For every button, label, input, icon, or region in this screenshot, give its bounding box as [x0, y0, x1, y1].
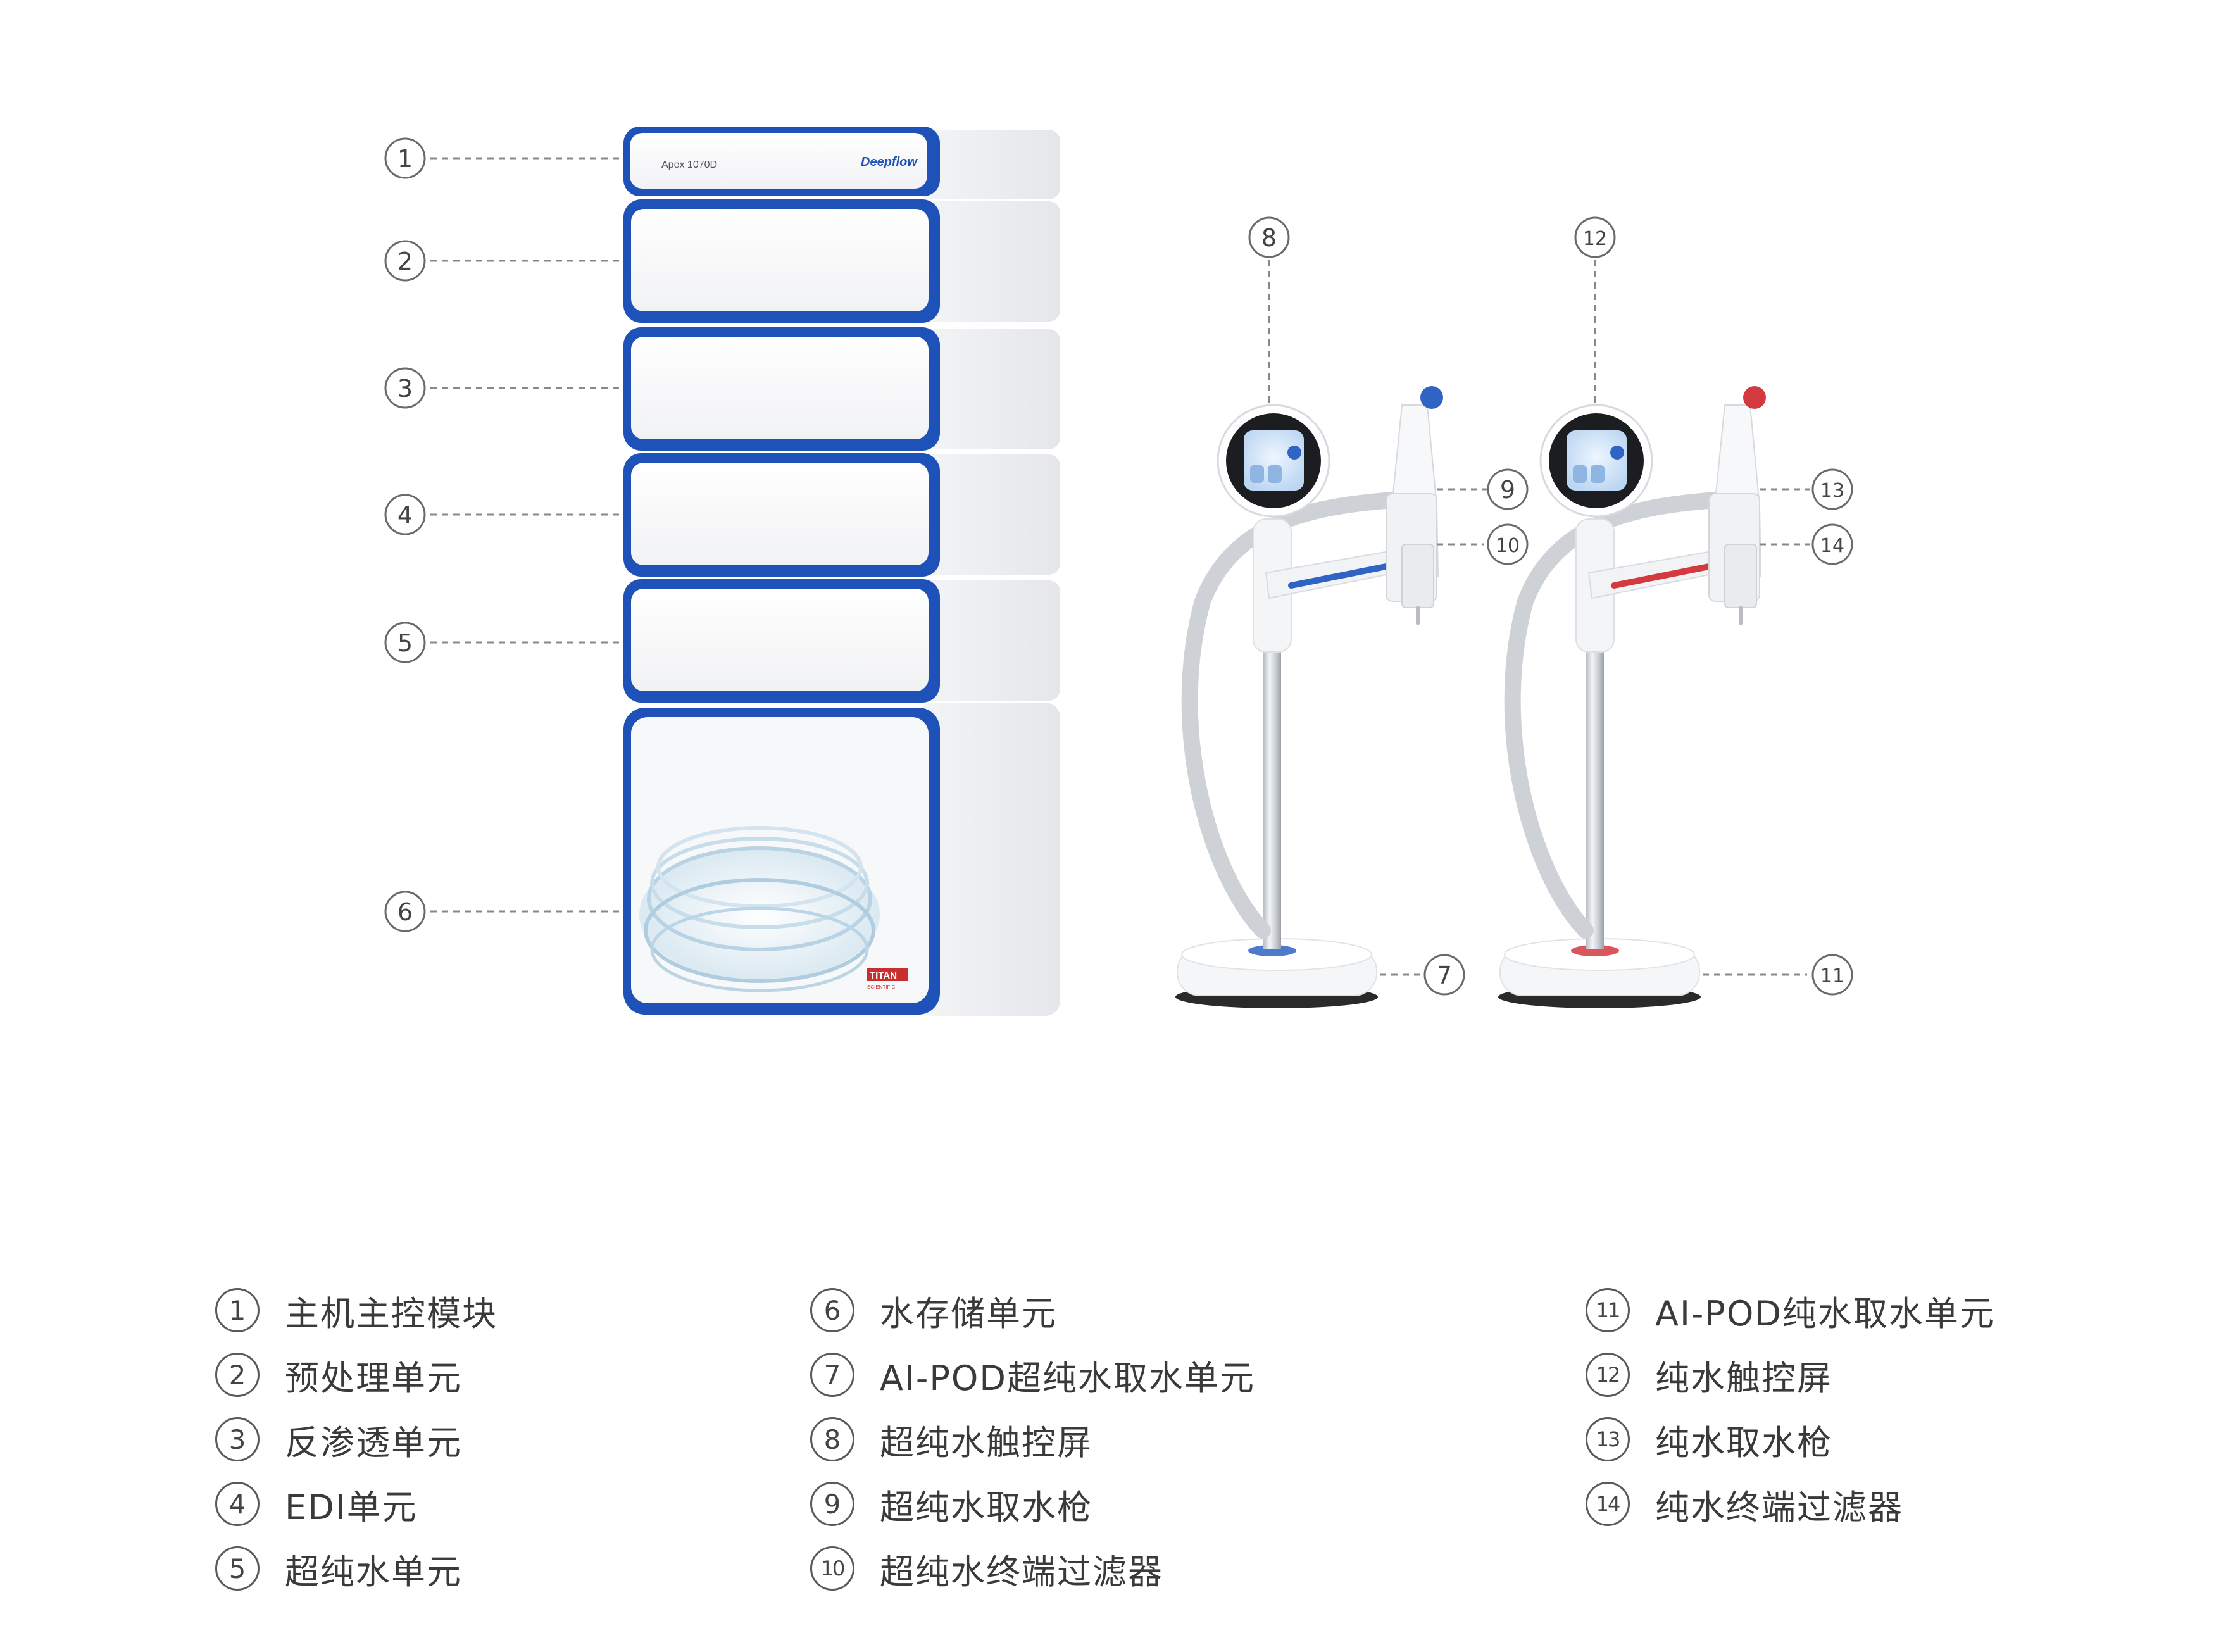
- brand-logo: Deepflow: [861, 155, 918, 169]
- svg-text:1: 1: [397, 145, 413, 173]
- callout-12: 12: [1574, 216, 1616, 258]
- svg-text:4: 4: [397, 501, 413, 529]
- module-1-face: [630, 133, 927, 189]
- svg-text:3: 3: [397, 375, 413, 403]
- titan-logo-box: [867, 968, 908, 981]
- callout-7: 7: [1423, 954, 1465, 996]
- model-label: Apex 1070D: [661, 160, 717, 170]
- callout-13: 13: [1811, 468, 1853, 510]
- tower-side-4: [918, 454, 1060, 575]
- svg-text:10: 10: [1496, 535, 1520, 557]
- tower-side-2: [918, 201, 1060, 322]
- callout-6: 6: [384, 891, 426, 932]
- module-4-face: [631, 463, 929, 565]
- tower-side-6: [918, 703, 1060, 1016]
- dispenser-pure: [1498, 386, 1766, 1008]
- svg-text:12: 12: [1583, 228, 1607, 250]
- callout-11: 11: [1811, 954, 1853, 996]
- water-bag-coil: [639, 826, 880, 992]
- gun-button-right[interactable]: [1743, 386, 1766, 409]
- pole-right: [1586, 646, 1604, 949]
- arm-accent-right: [1611, 563, 1712, 589]
- arm-accent-left: [1288, 563, 1389, 589]
- pole-left: [1263, 646, 1281, 949]
- terminal-filter-left: [1401, 544, 1434, 608]
- module-2-face: [631, 209, 929, 311]
- svg-text:9: 9: [1500, 476, 1515, 504]
- terminal-filter-right: [1724, 544, 1757, 608]
- base-accent-left: [1248, 945, 1296, 956]
- callout-4: 4: [384, 494, 426, 535]
- dispenser-ultrapure: [1175, 386, 1443, 1008]
- callout-badges: 1 2 3 4 5 6 7 8 9 10 11 12 13 14: [384, 137, 1853, 996]
- callout-2: 2: [384, 240, 426, 282]
- svg-text:11: 11: [1820, 965, 1844, 987]
- main-unit-tower: Apex 1070D Deepflow TITAN SCIENTIFIC: [623, 127, 1060, 1016]
- svg-text:8: 8: [1261, 224, 1277, 252]
- callout-10: 10: [1487, 523, 1529, 565]
- svg-text:2: 2: [397, 247, 413, 275]
- titan-logo: TITAN: [870, 970, 897, 981]
- svg-text:6: 6: [397, 898, 413, 926]
- svg-text:5: 5: [397, 629, 413, 657]
- module-3-face: [631, 337, 929, 439]
- callout-9: 9: [1487, 468, 1529, 510]
- gun-button-left[interactable]: [1420, 386, 1443, 409]
- tower-side-1: [918, 130, 1060, 199]
- titan-subtitle: SCIENTIFIC: [867, 984, 896, 990]
- callout-1: 1: [384, 137, 426, 179]
- module-5-face: [631, 589, 929, 691]
- base-accent-right: [1571, 945, 1619, 956]
- callout-3: 3: [384, 367, 426, 409]
- callout-8: 8: [1248, 216, 1290, 258]
- callouts: [430, 157, 1810, 976]
- tower-side-3: [918, 329, 1060, 449]
- callout-14: 14: [1811, 523, 1853, 565]
- svg-text:14: 14: [1820, 535, 1844, 557]
- callout-5: 5: [384, 622, 426, 663]
- tower-side-5: [918, 580, 1060, 701]
- svg-text:7: 7: [1437, 961, 1452, 989]
- svg-text:13: 13: [1820, 480, 1844, 502]
